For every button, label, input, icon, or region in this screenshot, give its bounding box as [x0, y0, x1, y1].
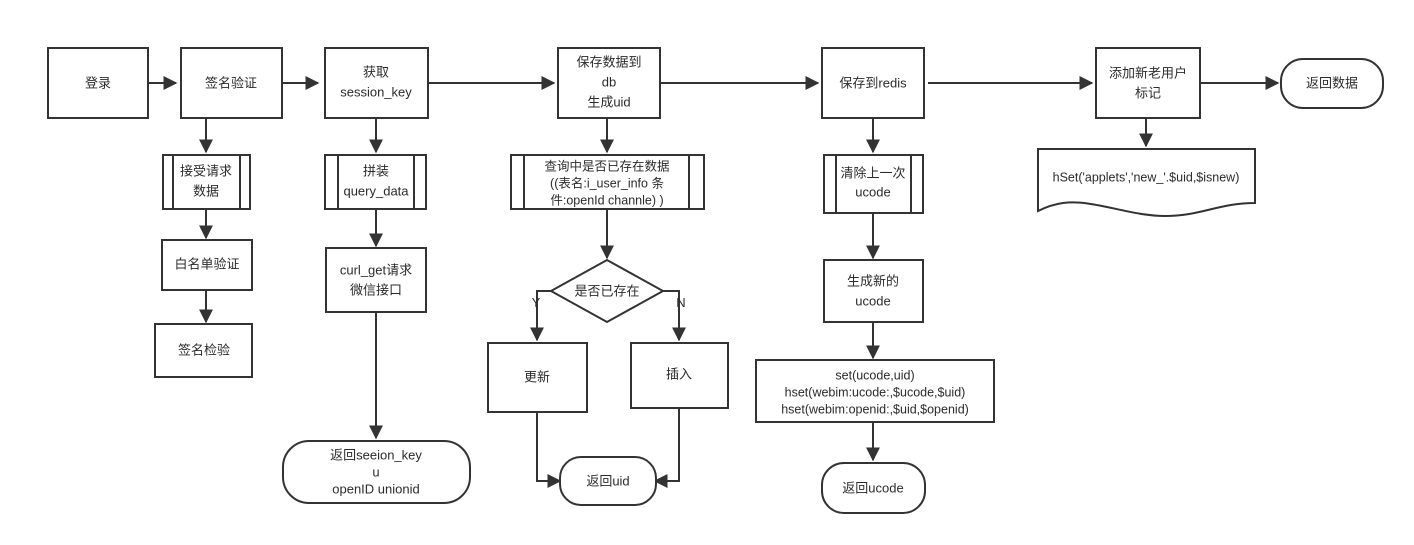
node-insert[interactable]: 插入: [630, 342, 729, 409]
node-get-session-line-0: 获取: [363, 64, 389, 79]
node-return-session[interactable]: 返回seeion_key u openID unionid: [282, 440, 471, 504]
node-query-exists[interactable]: 查询中是否已存在数据 ((表名:i_user_info 条 件:openId c…: [510, 154, 705, 210]
node-recv-req[interactable]: 接受请求 数据: [162, 154, 251, 210]
node-update-line-0: 更新: [524, 369, 550, 384]
node-add-flag[interactable]: 添加新老用户 标记: [1095, 47, 1201, 119]
node-recv-req-line-0: 接受请求: [180, 163, 232, 178]
node-save-db-line-1: db: [602, 74, 616, 89]
node-return-data[interactable]: 返回数据: [1280, 58, 1384, 109]
node-return-uid[interactable]: 返回uid: [559, 456, 657, 506]
node-get-session-line-1: session_key: [340, 84, 412, 99]
edge-decision-no-to-insert: [652, 290, 686, 342]
node-login[interactable]: 登录: [47, 47, 149, 119]
node-login-line-0: 登录: [85, 75, 111, 90]
branch-label-yes: Y: [532, 295, 541, 310]
node-add-flag-line-0: 添加新老用户: [1109, 65, 1187, 80]
node-gen-ucode-line-0: 生成新的: [847, 273, 899, 288]
node-return-session-line-2: openID unionid: [332, 481, 419, 496]
edge-update-to-return-uid: [536, 412, 562, 488]
node-save-redis[interactable]: 保存到redis: [821, 47, 925, 119]
node-save-db[interactable]: 保存数据到 db 生成uid: [557, 47, 661, 119]
node-curl-get-line-0: curl_get请求: [340, 262, 412, 277]
node-return-data-line-0: 返回数据: [1306, 75, 1358, 90]
node-return-ucode[interactable]: 返回ucode: [821, 462, 926, 514]
node-redis-cmds-line-0: set(ucode,uid): [835, 368, 914, 382]
node-build-query-line-1: query_data: [343, 183, 409, 198]
node-update[interactable]: 更新: [487, 342, 588, 413]
branch-label-no: N: [676, 295, 685, 310]
node-gen-ucode-line-1: ucode: [855, 293, 890, 308]
node-sign-check[interactable]: 签名检验: [154, 323, 253, 378]
node-clear-ucode-line-0: 清除上一次: [840, 165, 905, 180]
node-decision-line-0: 是否已存在: [574, 283, 639, 298]
node-gen-ucode[interactable]: 生成新的 ucode: [823, 259, 924, 323]
node-clear-ucode[interactable]: 清除上一次 ucode: [823, 154, 924, 214]
node-curl-get-line-1: 微信接口: [350, 282, 402, 297]
edge-decision-yes-to-update: [530, 290, 562, 342]
node-redis-cmds[interactable]: set(ucode,uid) hset(webim:ucode:,$ucode,…: [755, 359, 995, 423]
node-curl-get[interactable]: curl_get请求 微信接口: [325, 247, 427, 313]
node-return-session-line-1: u: [372, 464, 379, 479]
node-decision[interactable]: 是否已存在: [548, 258, 666, 324]
node-query-exists-line-0: 查询中是否已存在数据: [544, 158, 669, 173]
node-hset-applets[interactable]: hSet('applets','new_'.$uid,$isnew): [1037, 148, 1256, 218]
node-redis-cmds-line-2: hset(webim:openid:,$uid,$openid): [781, 402, 969, 416]
node-return-ucode-line-0: 返回ucode: [842, 480, 903, 495]
node-hset-applets-line-0: hSet('applets','new_'.$uid,$isnew): [1053, 170, 1240, 184]
node-redis-cmds-line-1: hset(webim:ucode:,$ucode,$uid): [785, 385, 966, 399]
node-sign-verify-line-0: 签名验证: [205, 75, 257, 90]
node-save-db-line-0: 保存数据到: [576, 54, 641, 69]
node-clear-ucode-line-1: ucode: [855, 184, 890, 199]
node-build-query[interactable]: 拼装 query_data: [324, 154, 427, 210]
node-return-uid-line-0: 返回uid: [586, 473, 629, 488]
node-whitelist[interactable]: 白名单验证: [161, 239, 253, 291]
node-sign-check-line-0: 签名检验: [178, 342, 230, 357]
node-whitelist-line-0: 白名单验证: [174, 256, 239, 271]
node-query-exists-line-2: 件:openId channle) ): [550, 193, 663, 207]
node-get-session[interactable]: 获取 session_key: [324, 47, 429, 119]
node-build-query-line-0: 拼装: [363, 163, 389, 178]
node-return-session-line-0: 返回seeion_key: [330, 447, 422, 462]
node-add-flag-line-1: 标记: [1135, 85, 1161, 100]
node-query-exists-line-1: ((表名:i_user_info 条: [550, 175, 664, 190]
node-save-db-line-2: 生成uid: [587, 94, 630, 109]
connector-layer: [148, 76, 1280, 488]
node-sign-verify[interactable]: 签名验证: [180, 47, 283, 119]
node-save-redis-line-0: 保存到redis: [839, 75, 907, 90]
edge-insert-to-return-uid: [653, 408, 680, 488]
node-insert-line-0: 插入: [666, 366, 692, 381]
node-recv-req-line-1: 数据: [193, 183, 219, 198]
